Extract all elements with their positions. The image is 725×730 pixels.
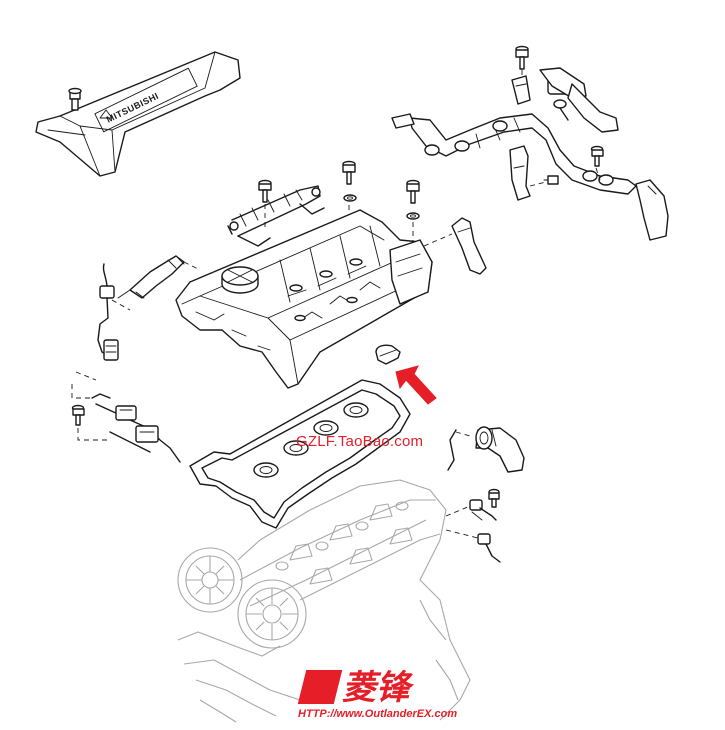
hose-bracket-bolt-icon [590,145,604,167]
water-temp-sensor [477,533,501,563]
temperature-sensor [469,499,497,521]
indicator-arrow-icon [395,365,437,405]
harness-clip-bolt-icon [71,404,85,426]
oil-filler-cap-icon [221,266,259,294]
cylinder-head-assembly [177,479,471,723]
harness-bolt-icon [258,179,272,203]
brand-logo: 菱锋 [297,668,428,708]
brand-logo-text: 菱锋 [342,668,410,708]
sensor-connector-upper [97,263,119,361]
harness-connector-lower [91,393,181,463]
breather-hose [451,217,487,275]
valve-cover [175,209,433,389]
engine-top-cover: MITSUBISHI [35,51,241,177]
half-moon-seal [375,344,401,365]
brand-url: HTTP://www.OutlanderEX.com [298,708,458,720]
upper-hose-assembly [391,45,669,241]
spark-plug-harness [227,185,325,247]
cover-bolt-icon [68,87,82,111]
water-outlet-elbow [475,426,525,473]
pcv-hose-left [117,255,185,299]
valve-cover-gasket [189,379,411,529]
watermark-text: GZLF.TaoBao.com [296,433,424,450]
harness-bolt-2-icon [342,160,357,202]
brand-logo-mark-icon [297,670,343,704]
harness-bolt-3-icon [406,179,420,220]
bracket-nut-icon [543,175,559,185]
thermostat-sensor-bolt-icon [488,488,500,508]
